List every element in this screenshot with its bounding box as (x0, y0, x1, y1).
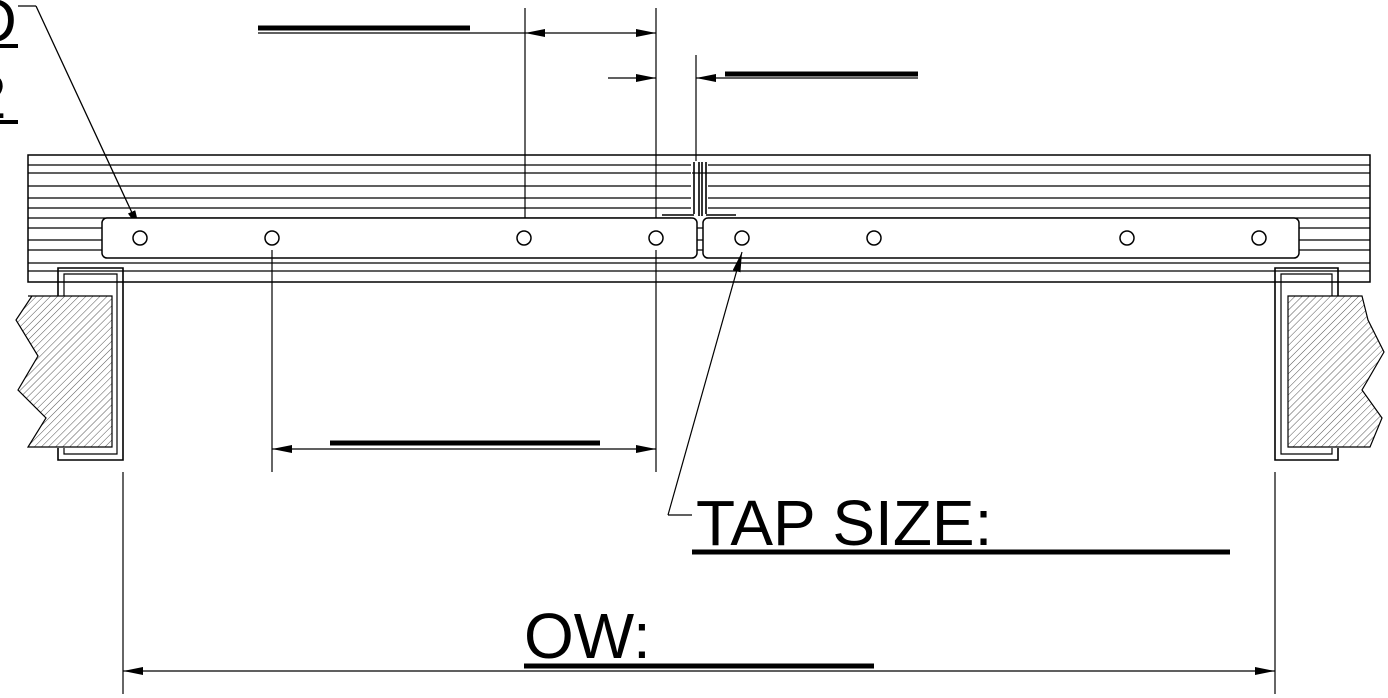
hinge-bar-right (702, 217, 1300, 259)
tap-size-leader (667, 251, 743, 516)
overall-width-dimension (122, 472, 1276, 694)
hole-leader (18, 5, 141, 231)
cut-label-bottom: 2 (0, 63, 6, 132)
frame-angle-right (1274, 267, 1339, 461)
tap-size-label: TAP SIZE: (696, 487, 992, 559)
hole-spacing-dimension-top (258, 8, 657, 225)
ow-label: OW: (524, 600, 651, 672)
wall-section-right (1287, 295, 1385, 448)
center-joint-clip (662, 161, 736, 221)
frame-angle-left (57, 267, 124, 461)
wall-section-left (15, 295, 113, 448)
gap-dimension (608, 55, 918, 162)
cut-label-top: D (0, 0, 17, 56)
hole-spacing-dimension-bottom (271, 250, 657, 472)
bolt-holes (132, 230, 1267, 246)
hinge-bar-left (101, 217, 698, 259)
